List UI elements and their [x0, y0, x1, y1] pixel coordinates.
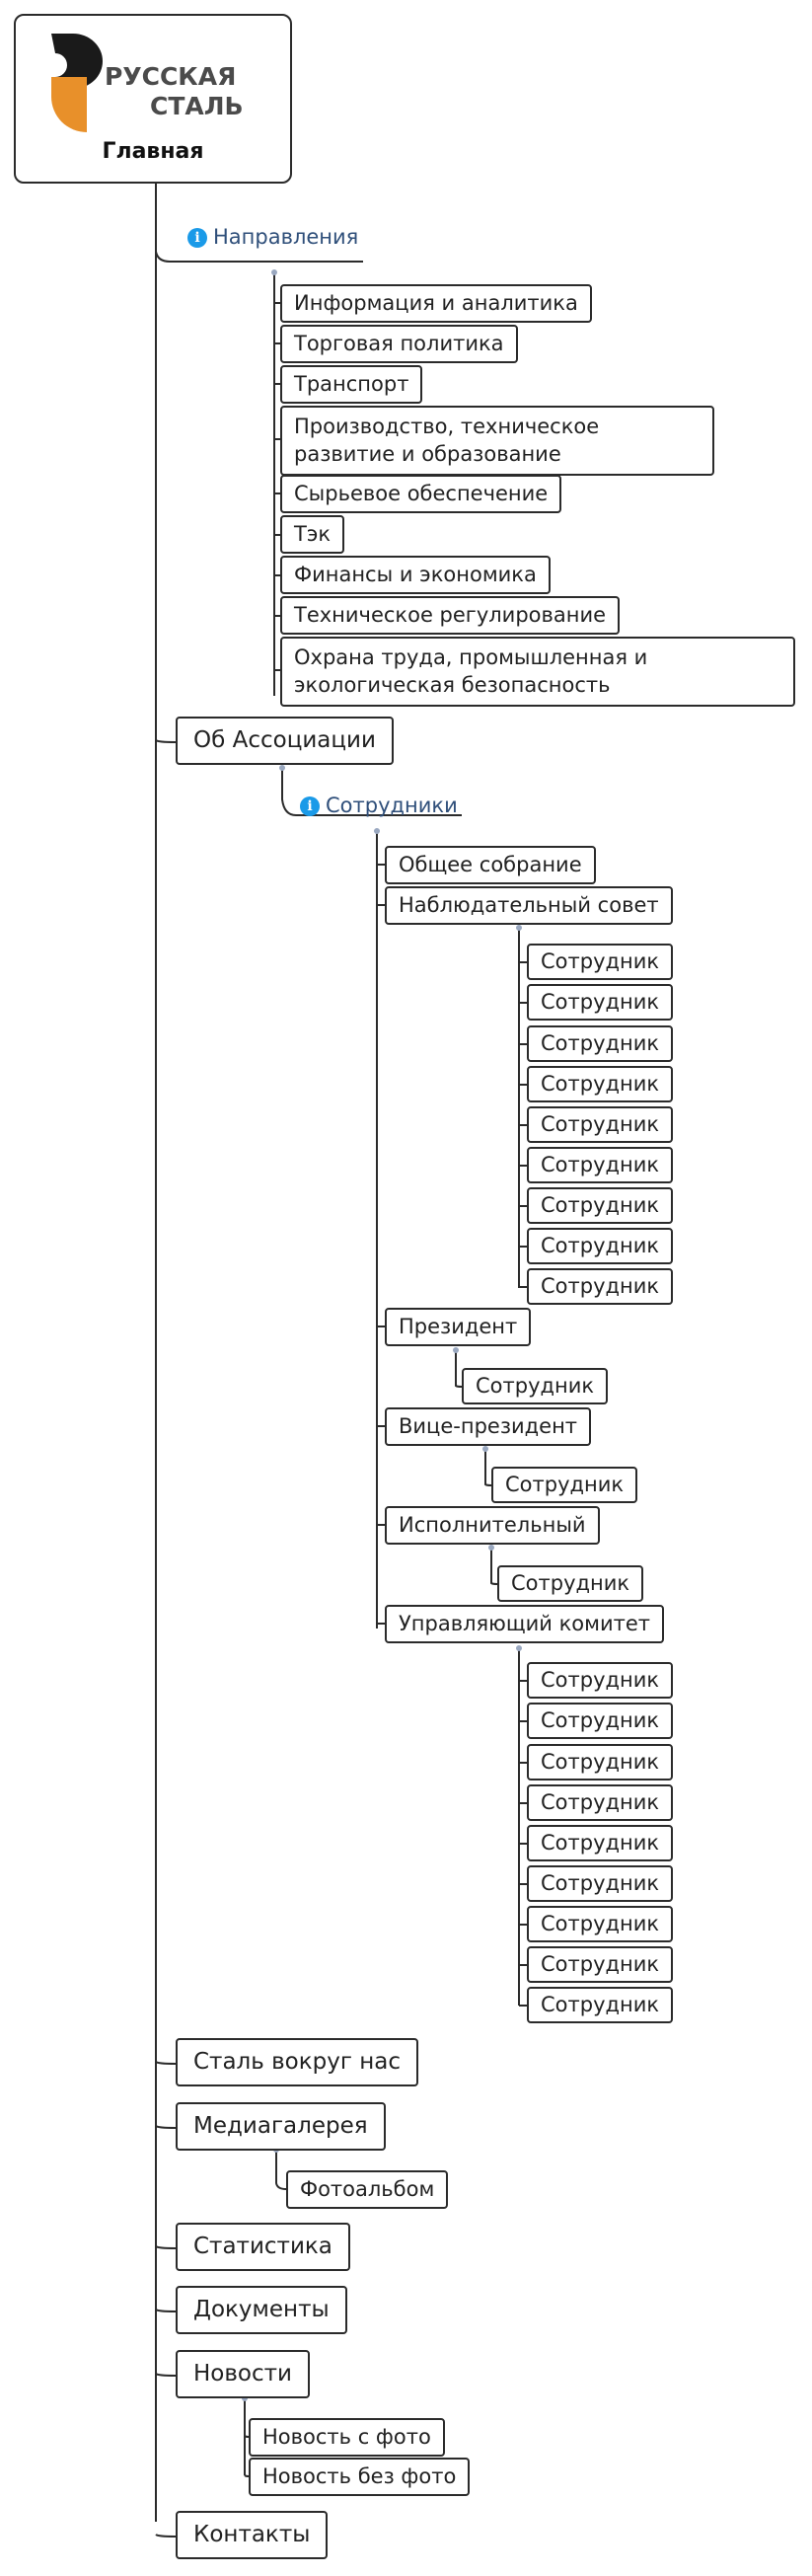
direction-item[interactable]: Сырьевое обеспечение: [280, 475, 562, 514]
employee-node[interactable]: Сотрудник: [527, 1703, 674, 1740]
direction-item[interactable]: Охрана труда, промышленная и экологическ…: [280, 637, 795, 707]
employee-node[interactable]: Сотрудник: [527, 1662, 674, 1700]
employee-node[interactable]: Сотрудник: [527, 1187, 674, 1225]
employee-node[interactable]: Сотрудник: [527, 1825, 674, 1862]
logo-text-line2: СТАЛЬ: [150, 92, 244, 120]
topic-label: Сотрудники: [326, 794, 458, 817]
topic-napravleniya[interactable]: i Направления: [187, 225, 358, 249]
employee-node[interactable]: Сотрудник: [527, 1228, 674, 1265]
employee-node[interactable]: Сотрудник: [527, 1987, 674, 2024]
group-ispolnitelnyi[interactable]: Исполнительный: [385, 1506, 600, 1546]
root-node[interactable]: РУССКАЯ СТАЛЬ Главная: [14, 14, 292, 184]
direction-item[interactable]: Транспорт: [280, 365, 423, 405]
info-icon[interactable]: i: [300, 796, 320, 816]
employee-node[interactable]: Сотрудник: [527, 984, 674, 1022]
employee-node[interactable]: Сотрудник: [527, 1744, 674, 1781]
employee-node[interactable]: Сотрудник: [527, 1025, 674, 1063]
employee-node[interactable]: Сотрудник: [527, 1865, 674, 1903]
employee-node[interactable]: Сотрудник: [527, 1268, 674, 1306]
direction-item[interactable]: Техническое регулирование: [280, 596, 621, 636]
group-prezident[interactable]: Президент: [385, 1308, 532, 1347]
node-ob-assotsiatsii[interactable]: Об Ассоциации: [176, 717, 394, 766]
node-novost-s-foto[interactable]: Новость с фото: [249, 2418, 445, 2458]
direction-item[interactable]: Тэк: [280, 515, 345, 555]
employee-node[interactable]: Сотрудник: [527, 1066, 674, 1103]
direction-item[interactable]: Информация и аналитика: [280, 284, 592, 324]
topic-label: Направления: [213, 225, 359, 249]
employee-node[interactable]: Сотрудник: [527, 1106, 674, 1144]
node-statistika[interactable]: Статистика: [176, 2223, 350, 2272]
employee-node[interactable]: Сотрудник: [497, 1565, 644, 1603]
employee-node[interactable]: Сотрудник: [462, 1368, 609, 1405]
direction-item[interactable]: Финансы и экономика: [280, 556, 551, 595]
topic-sotrudniki[interactable]: i Сотрудники: [300, 794, 458, 817]
node-dokumenty[interactable]: Документы: [176, 2286, 347, 2335]
group-vitse-prezident[interactable]: Вице-президент: [385, 1407, 592, 1447]
node-kontakty[interactable]: Контакты: [176, 2511, 329, 2560]
info-icon[interactable]: i: [187, 228, 207, 248]
logo-text-line1: РУССКАЯ: [105, 62, 236, 91]
node-novost-bez-foto[interactable]: Новость без фото: [249, 2458, 471, 2497]
node-mediagalereya[interactable]: Медиагалерея: [176, 2102, 386, 2152]
group-nablyudatelnyi-sovet[interactable]: Наблюдательный совет: [385, 886, 673, 926]
employee-node[interactable]: Сотрудник: [527, 1946, 674, 1984]
employee-node[interactable]: Сотрудник: [527, 1147, 674, 1184]
direction-item[interactable]: Торговая политика: [280, 325, 518, 364]
employee-node[interactable]: Сотрудник: [491, 1467, 638, 1504]
node-stal-vokrug-nas[interactable]: Сталь вокруг нас: [176, 2038, 419, 2087]
employee-node[interactable]: Сотрудник: [527, 1906, 674, 1943]
root-title: Главная: [102, 139, 204, 164]
russkaya-stal-logo: РУССКАЯ СТАЛЬ: [51, 34, 244, 132]
employee-node[interactable]: Сотрудник: [527, 1784, 674, 1822]
employee-node[interactable]: Сотрудник: [527, 944, 674, 981]
group-upravlyayushchii-komitet[interactable]: Управляющий комитет: [385, 1605, 664, 1644]
node-novosti[interactable]: Новости: [176, 2350, 310, 2399]
node-fotoalbom[interactable]: Фотоальбом: [286, 2170, 449, 2210]
group-obshchee-sobranie[interactable]: Общее собрание: [385, 846, 596, 885]
direction-item[interactable]: Производство, техническое развитие и обр…: [280, 406, 714, 476]
